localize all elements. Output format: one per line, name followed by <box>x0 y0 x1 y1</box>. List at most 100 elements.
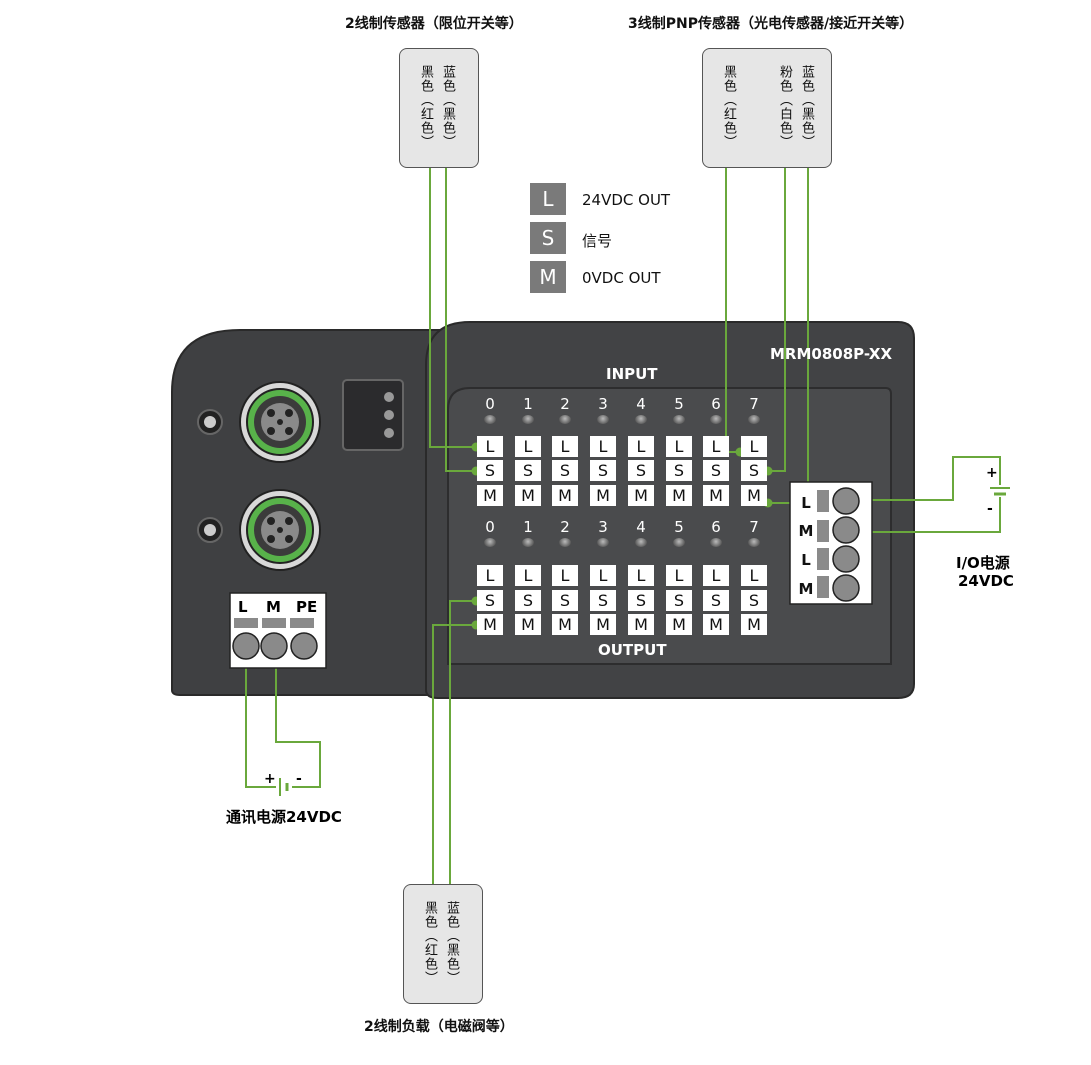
two-wire-load-title: 2线制负载（电磁阀等） <box>364 1019 514 1035</box>
comm-minus: - <box>296 771 302 787</box>
output-terminal-m: M <box>515 614 541 635</box>
io-terminal-l2: L <box>801 551 811 569</box>
io-plus: + <box>986 465 998 481</box>
led-indicator <box>748 415 760 424</box>
input-terminal-s: S <box>515 460 541 481</box>
output-terminal-l: L <box>515 565 541 586</box>
input-channel-number: 6 <box>711 395 721 413</box>
led-indicator <box>484 415 496 424</box>
input-channel-number: 0 <box>485 395 495 413</box>
power-terminal-l: L <box>238 598 248 616</box>
input-channel-number: 7 <box>749 395 759 413</box>
io-power-label-1: I/O电源 <box>956 554 1010 572</box>
legend-text-s: 信号 <box>582 232 613 250</box>
power-terminal-pe: PE <box>296 598 318 616</box>
input-terminal-l: L <box>552 436 578 457</box>
output-terminal-l: L <box>741 565 767 586</box>
input-channel-number: 1 <box>523 395 533 413</box>
output-terminal-s: S <box>515 590 541 611</box>
input-channel-number: 2 <box>560 395 570 413</box>
output-terminal-m: M <box>666 614 692 635</box>
output-channel-number: 3 <box>598 518 608 536</box>
led-indicator <box>597 415 609 424</box>
power-terminal-m: M <box>266 598 281 616</box>
led-indicator <box>635 415 647 424</box>
led-indicator <box>597 538 609 547</box>
input-terminal-m: M <box>741 485 767 506</box>
led-indicator <box>710 415 722 424</box>
output-terminal-m: M <box>628 614 654 635</box>
input-terminal-s: S <box>666 460 692 481</box>
output-label: OUTPUT <box>598 641 667 659</box>
input-terminal-s: S <box>590 460 616 481</box>
input-channel-number: 3 <box>598 395 608 413</box>
input-terminal-m: M <box>628 485 654 506</box>
input-terminal-m: M <box>666 485 692 506</box>
input-terminal-s: S <box>628 460 654 481</box>
led-indicator <box>673 538 685 547</box>
output-channel-number: 7 <box>749 518 759 536</box>
output-terminal-l: L <box>703 565 729 586</box>
input-terminal-m: M <box>552 485 578 506</box>
input-channel-number: 5 <box>674 395 684 413</box>
model-label: MRM0808P-XX <box>770 345 893 363</box>
output-channel-number: 0 <box>485 518 495 536</box>
input-terminal-m: M <box>703 485 729 506</box>
output-terminal-s: S <box>666 590 692 611</box>
input-terminal-m: M <box>477 485 503 506</box>
led-indicator <box>635 538 647 547</box>
input-terminal-m: M <box>515 485 541 506</box>
output-channel-number: 2 <box>560 518 570 536</box>
led-indicator <box>748 538 760 547</box>
input-terminal-l: L <box>515 436 541 457</box>
output-channel-number: 6 <box>711 518 721 536</box>
output-terminal-l: L <box>477 565 503 586</box>
legend-key-l: L <box>530 183 566 215</box>
two-wire-sensor-title: 2线制传感器（限位开关等） <box>345 16 523 32</box>
three-wire-sensor-box: 黑色（红色） 粉色（白色） 蓝色（黑色） <box>702 48 832 168</box>
legend-text-m: 0VDC OUT <box>582 269 661 287</box>
io-minus: - <box>987 501 993 517</box>
comm-plus: + <box>264 771 276 787</box>
output-terminal-s: S <box>590 590 616 611</box>
input-terminal-s: S <box>703 460 729 481</box>
input-terminal-s: S <box>741 460 767 481</box>
legend-key-m: M <box>530 261 566 293</box>
sensor-wire-color-1: 黑色（红色） <box>418 65 433 149</box>
sensor-wire-color-3: 蓝色（黑色） <box>799 65 814 149</box>
input-label: INPUT <box>606 365 658 383</box>
sensor-wire-color-1: 黑色（红色） <box>721 65 736 149</box>
led-indicator <box>484 538 496 547</box>
load-wire-color-1: 黑色（红色） <box>422 901 437 985</box>
input-terminal-l: L <box>590 436 616 457</box>
io-power-label-2: 24VDC <box>958 572 1014 590</box>
output-terminal-s: S <box>477 590 503 611</box>
input-terminal-l: L <box>741 436 767 457</box>
io-terminal-m2: M <box>798 580 814 598</box>
input-channel-number: 4 <box>636 395 646 413</box>
led-indicator <box>559 538 571 547</box>
input-terminal-l: L <box>628 436 654 457</box>
output-terminal-l: L <box>552 565 578 586</box>
legend-key-s: S <box>530 222 566 254</box>
io-terminal-m1: M <box>798 522 814 540</box>
two-wire-load-box: 黑色（红色） 蓝色（黑色） <box>403 884 483 1004</box>
two-wire-sensor-box: 黑色（红色） 蓝色（黑色） <box>399 48 479 168</box>
sensor-wire-color-2: 蓝色（黑色） <box>440 65 455 149</box>
output-channel-number: 4 <box>636 518 646 536</box>
input-terminal-l: L <box>477 436 503 457</box>
m12-connector-icon <box>239 381 321 571</box>
led-indicator <box>522 415 534 424</box>
output-terminal-m: M <box>703 614 729 635</box>
load-wire-color-2: 蓝色（黑色） <box>444 901 459 985</box>
screw-icon <box>197 409 223 543</box>
sensor-wire-color-2: 粉色（白色） <box>777 65 792 149</box>
three-wire-sensor-title: 3线制PNP传感器（光电传感器/接近开关等） <box>628 16 914 32</box>
output-terminal-l: L <box>666 565 692 586</box>
input-terminal-l: L <box>666 436 692 457</box>
comm-power-label: 通讯电源24VDC <box>226 808 342 826</box>
output-terminal-l: L <box>590 565 616 586</box>
led-indicator <box>522 538 534 547</box>
output-terminal-m: M <box>741 614 767 635</box>
